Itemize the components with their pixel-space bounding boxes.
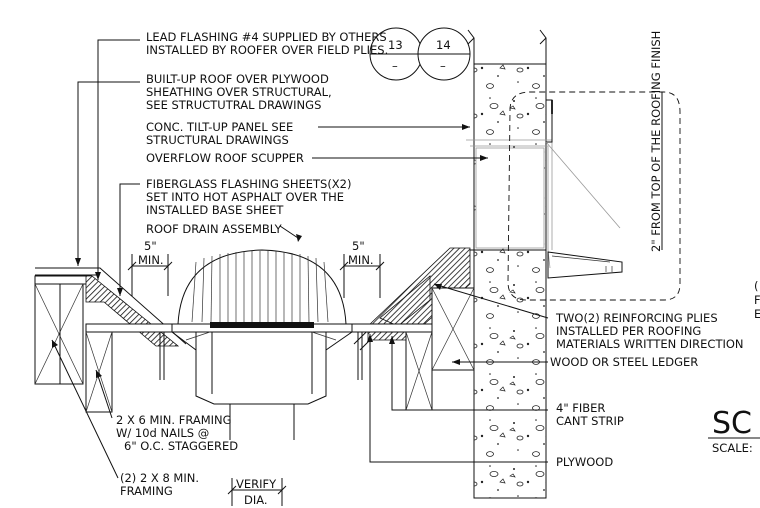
note-framing-2x6-2: W/ 10d NAILS @ bbox=[116, 426, 209, 440]
detail-ref-13-number: 13 bbox=[388, 38, 403, 52]
edge-fragment-2: F bbox=[754, 293, 760, 307]
note-cant-strip-2: CANT STRIP bbox=[556, 414, 624, 428]
detail-ref-14[interactable]: 14 – bbox=[417, 27, 471, 81]
roof-deck bbox=[34, 247, 546, 351]
note-tilt-up-panel-2: STRUCTURAL DRAWINGS bbox=[146, 133, 289, 147]
note-built-up-roof-1: BUILT-UP ROOF OVER PLYWOOD bbox=[146, 72, 329, 86]
dim-left-value: 5" bbox=[144, 239, 157, 253]
note-cant-strip: 4" FIBER CANT STRIP bbox=[556, 401, 624, 428]
note-framing-2x8-1: (2) 2 X 8 MIN. bbox=[120, 471, 199, 485]
framing-right bbox=[405, 287, 475, 411]
note-cant-strip-1: 4" FIBER bbox=[556, 401, 605, 415]
note-framing-2x6: 2 X 6 MIN. FRAMING W/ 10d NAILS @ 6" O.C… bbox=[116, 413, 238, 453]
note-tilt-up-panel: CONC. TILT-UP PANEL SEE STRUCTURAL DRAWI… bbox=[146, 120, 293, 147]
note-ledger: WOOD OR STEEL LEDGER bbox=[550, 355, 698, 369]
note-lead-flashing-1: LEAD FLASHING #4 SUPPLIED BY OTHERS bbox=[146, 30, 387, 44]
dimension-left: 5" MIN. bbox=[127, 239, 173, 296]
overflow-scupper bbox=[466, 99, 623, 279]
note-fiberglass-flashing: FIBERGLASS FLASHING SHEETS(X2) SET INTO … bbox=[146, 177, 352, 217]
verify-dia-label-2: DIA. bbox=[244, 493, 268, 507]
detail-ref-14-number: 14 bbox=[436, 38, 451, 52]
note-scupper-height: 2" FROM TOP OF THE ROOFING FINISH bbox=[649, 31, 663, 252]
verify-dia-label-1: VERIFY bbox=[236, 477, 277, 491]
note-framing-2x6-1: 2 X 6 MIN. FRAMING bbox=[116, 413, 232, 427]
note-fiberglass-flashing-2: SET INTO HOT ASPHALT OVER THE bbox=[146, 190, 344, 204]
note-lead-flashing-2: INSTALLED BY ROOFER OVER FIELD PLIES. bbox=[146, 43, 388, 57]
dimension-right: 5" MIN. bbox=[339, 239, 385, 298]
note-fiberglass-flashing-3: INSTALLED BASE SHEET bbox=[146, 203, 284, 217]
note-framing-2x6-3: 6" O.C. STAGGERED bbox=[124, 439, 238, 453]
note-reinforcing-plies-3: MATERIALS WRITTEN DIRECTION bbox=[556, 337, 744, 351]
note-framing-2x8-2: FRAMING bbox=[120, 484, 173, 498]
note-reinforcing-plies-1: TWO(2) REINFORCING PLIES bbox=[555, 311, 718, 325]
tilt-up-panel bbox=[467, 29, 547, 499]
title-block: SC SCALE: bbox=[708, 406, 760, 455]
dim-right-min: MIN. bbox=[348, 253, 374, 267]
note-reinforcing-plies-2: INSTALLED PER ROOFING bbox=[556, 324, 701, 338]
scupper-callout-outline bbox=[507, 91, 681, 301]
scale-label: SCALE: bbox=[712, 441, 753, 455]
note-fiberglass-flashing-1: FIBERGLASS FLASHING SHEETS(X2) bbox=[146, 177, 352, 191]
note-plywood: PLYWOOD bbox=[556, 455, 613, 469]
note-roof-drain: ROOF DRAIN ASSEMBLY bbox=[146, 222, 283, 236]
dim-left-min: MIN. bbox=[138, 253, 164, 267]
note-overflow-scupper: OVERFLOW ROOF SCUPPER bbox=[146, 151, 304, 165]
note-plywood-1: PLYWOOD bbox=[556, 455, 613, 469]
framing-left bbox=[34, 283, 113, 413]
verify-dia-dimension: VERIFY DIA. bbox=[227, 477, 287, 507]
detail-ref-14-sheet: – bbox=[440, 59, 446, 73]
note-ledger-1: WOOD OR STEEL LEDGER bbox=[550, 355, 698, 369]
note-tilt-up-panel-1: CONC. TILT-UP PANEL SEE bbox=[146, 120, 293, 134]
edge-text-fragments: ( F E bbox=[754, 279, 760, 321]
dim-right-value: 5" bbox=[352, 239, 365, 253]
note-overflow-scupper-1: OVERFLOW ROOF SCUPPER bbox=[146, 151, 304, 165]
roof-drain-assembly bbox=[159, 249, 363, 440]
note-reinforcing-plies: TWO(2) REINFORCING PLIES INSTALLED PER R… bbox=[555, 311, 744, 351]
note-built-up-roof-2: SHEATHING OVER STRUCTURAL, bbox=[146, 85, 332, 99]
leader-lines bbox=[51, 39, 663, 479]
detail-ref-13-sheet: – bbox=[392, 59, 398, 73]
note-lead-flashing: LEAD FLASHING #4 SUPPLIED BY OTHERS INST… bbox=[146, 30, 388, 57]
edge-fragment-3: E bbox=[754, 307, 760, 321]
note-built-up-roof-3: SEE STRUCTUTRAL DRAWINGS bbox=[146, 98, 321, 112]
note-roof-drain-1: ROOF DRAIN ASSEMBLY bbox=[146, 222, 283, 236]
note-framing-2x8: (2) 2 X 8 MIN. FRAMING bbox=[120, 471, 199, 498]
edge-fragment-1: ( bbox=[754, 279, 759, 293]
note-built-up-roof: BUILT-UP ROOF OVER PLYWOOD SHEATHING OVE… bbox=[146, 72, 332, 112]
detail-title-fragment: SC bbox=[712, 406, 752, 441]
